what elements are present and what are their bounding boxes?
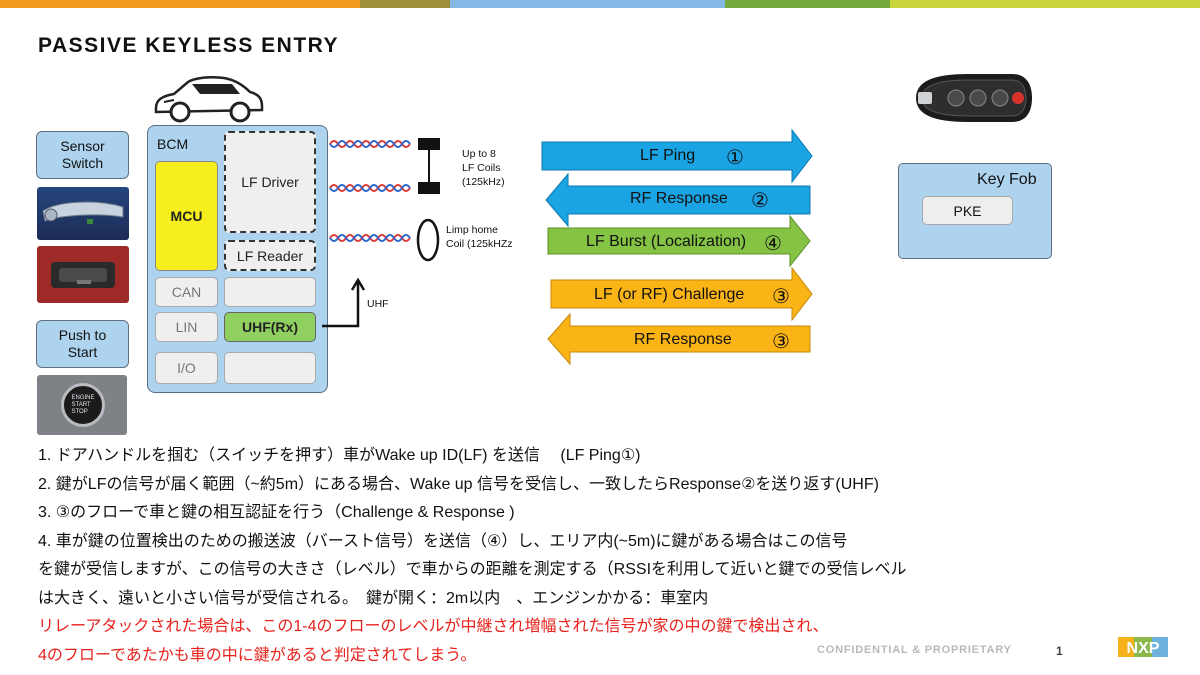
wiring-diagram [322, 138, 440, 328]
empty-slot-2 [224, 352, 316, 384]
lf-ping-label: LF Ping [640, 147, 696, 164]
bar-segment [360, 0, 450, 8]
lf-burst-arrow [547, 214, 811, 268]
confidential-label: CONFIDENTIAL & PROPRIETARY [817, 644, 1012, 656]
bcm-label: BCM [157, 136, 189, 152]
rf-response-number-1: ② [751, 190, 769, 212]
can-label: CAN [171, 284, 202, 300]
signal-arrows [541, 128, 813, 366]
lin-box: LIN [155, 312, 218, 342]
bar-segment [725, 0, 890, 8]
key-fob-label: Key Fob [977, 171, 1037, 188]
warning-line: 4のフローであたかも車の中に鍵があると判定されてしまう。 [38, 646, 477, 664]
io-box: I/O [155, 352, 218, 384]
push-to-start-box: Push to Start [36, 320, 129, 368]
car-icon [154, 75, 264, 123]
lin-label: LIN [175, 319, 198, 335]
tailgate-handle-photo [37, 246, 129, 303]
lf-coil-wire-2 [329, 184, 411, 192]
engine-start-text: ENGINE START STOP [71, 394, 95, 415]
warning-line: リレーアタックされた場合は、この1-4のフローのレベルが中継され増幅された信号が… [38, 618, 829, 635]
uhf-rx-label: UHF(Rx) [242, 319, 298, 335]
engine-start-button-photo: ENGINE START STOP [37, 375, 127, 435]
sensor-switch-box: Sensor Switch [36, 131, 129, 179]
lf-coils-label: Up to 8 LF Coils (125kHz) [462, 148, 505, 188]
rf-response-label-3: RF Response [634, 331, 732, 348]
rf-response-arrow-3 [547, 312, 811, 366]
lf-driver-label: LF Driver [241, 174, 299, 190]
lf-driver-box: LF Driver [224, 131, 316, 233]
lf-ping-number: ① [726, 147, 744, 169]
push-to-start-label: Push to Start [58, 327, 107, 360]
uhf-antenna-icon [322, 277, 366, 328]
door-handle-photo [37, 187, 129, 240]
mcu-label: MCU [170, 208, 203, 224]
lf-challenge-arrow [550, 266, 813, 322]
lf-challenge-label: LF (or RF) Challenge [594, 286, 745, 303]
pke-box: PKE [922, 196, 1013, 225]
limp-home-label: Limp home Coil (125kHZz [446, 224, 513, 250]
rf-response-arrow-1 [545, 172, 811, 228]
notes-block: 1. ドアハンドルを掴む（スイッチを押す）車がWake up ID(LF) を送… [38, 442, 1038, 670]
lf-reader-box: LF Reader [224, 240, 316, 271]
note-line: を鍵が受信しますが、この信号の大きさ（レベル）で車からの距離を測定する（RSSI… [38, 561, 907, 578]
lf-ping-arrow [541, 128, 813, 184]
note-line: 4. 車が鍵の位置検出のための搬送波（バースト信号）を送信（④）し、エリア内(~… [38, 532, 848, 550]
sensor-switch-label: Sensor Switch [60, 138, 105, 171]
lf-coil-wire-1 [329, 140, 411, 148]
uhf-rx-box: UHF(Rx) [224, 312, 316, 342]
mcu-box: MCU [155, 161, 218, 271]
can-box: CAN [155, 277, 218, 307]
key-fob-icon [916, 74, 1032, 122]
limp-home-wire [329, 234, 411, 242]
note-line: は大きく、遠いと小さい信号が受信される。 鍵が開く：2m以内 、エンジンかかる：… [38, 589, 709, 607]
rf-response-number-3: ③ [772, 331, 790, 353]
lf-burst-number: ④ [764, 233, 782, 255]
lf-reader-label: LF Reader [236, 247, 304, 264]
limp-home-coil-icon [416, 218, 440, 262]
nxp-logo: NXP [1118, 633, 1170, 661]
rf-response-label-1: RF Response [630, 190, 728, 207]
io-label: I/O [177, 360, 196, 376]
pke-label: PKE [953, 202, 982, 219]
page-number: 1 [1056, 644, 1064, 658]
engine-start-button: ENGINE START STOP [61, 383, 105, 427]
empty-slot-1 [224, 277, 316, 307]
note-line: 2. 鍵がLFの信号が届く範囲（~約5m）にある場合、Wake up 信号を受信… [38, 475, 879, 493]
bar-segment [0, 0, 360, 8]
top-color-bar [0, 0, 1200, 8]
page-title: PASSIVE KEYLESS ENTRY [38, 34, 340, 57]
lf-coil-icon [418, 138, 440, 194]
note-line: 1. ドアハンドルを掴む（スイッチを押す）車がWake up ID(LF) を送… [38, 447, 641, 464]
nxp-logo-text: NXP [1127, 640, 1160, 657]
bar-segment [450, 0, 725, 8]
lf-challenge-number: ③ [772, 286, 790, 308]
note-line: 3. ③のフローで車と鍵の相互認証を行う（Challenge & Respons… [38, 504, 515, 521]
uhf-label: UHF [367, 298, 389, 310]
bar-segment [890, 0, 1200, 8]
lf-burst-label: LF Burst (Localization) [586, 233, 747, 250]
